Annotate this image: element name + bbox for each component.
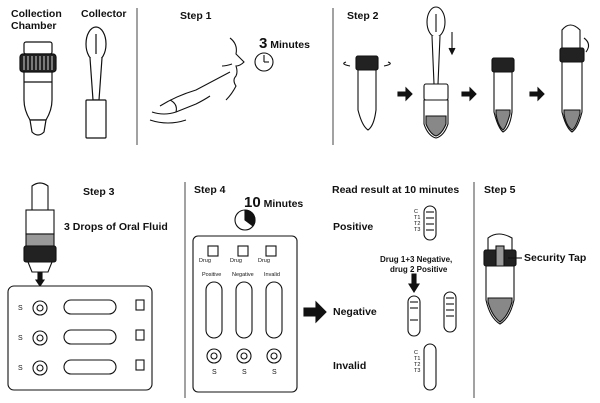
step4-time-number: 10 <box>244 194 261 211</box>
step5-title: Step 5 <box>484 184 516 196</box>
security-tap-label: Security Tap <box>524 252 587 264</box>
step3-well-label-1: S <box>18 305 23 312</box>
card-drug-label-3: Drug <box>258 258 270 264</box>
step4-test-card <box>192 209 327 393</box>
invalid-strip-mark-t3: T3 <box>414 368 421 374</box>
step1-time: 3 Minutes <box>259 35 310 52</box>
card-result-invalid: Invalid <box>264 272 280 278</box>
positive-strip-mark-c: C <box>414 209 418 215</box>
step4-well-label-2: S <box>242 369 247 376</box>
card-result-positive: Positive <box>202 272 222 278</box>
panel-dividers <box>136 8 475 398</box>
invalid-strip-mark-t2: T2 <box>414 362 421 368</box>
mixed-note-line1: Drug 1+3 Negative, <box>380 255 453 264</box>
positive-strip-mark-t1: T1 <box>414 215 421 221</box>
step3-well-label-2: S <box>18 335 23 342</box>
step4-time: 10 Minutes <box>244 194 304 211</box>
read-result-title: Read result at 10 minutes <box>332 184 460 196</box>
invalid-strip-mark-t1: T1 <box>414 356 421 362</box>
step2-title: Step 2 <box>347 10 379 22</box>
collector-label: Collector <box>81 8 127 20</box>
step1-time-number: 3 <box>259 35 268 52</box>
mixed-note-line2: drug 2 Positive <box>390 265 448 274</box>
step5-illustration <box>483 233 522 325</box>
negative-label: Negative <box>333 306 377 318</box>
card-drug-label-1: Drug <box>199 258 211 264</box>
positive-strip-mark-t2: T2 <box>414 221 421 227</box>
step2-illustration <box>343 6 590 139</box>
invalid-label: Invalid <box>333 360 367 372</box>
step3-instruction: 3 Drops of Oral Fluid <box>64 221 168 233</box>
step4-well-label-1: S <box>212 369 217 376</box>
positive-strip-mark-t3: T3 <box>414 227 421 233</box>
card-drug-label-2: Drug <box>230 258 242 264</box>
step3-well-label-3: S <box>18 365 23 372</box>
step4-well-label-3: S <box>272 369 277 376</box>
step1-illustration <box>149 37 274 124</box>
step3-title: Step 3 <box>83 186 115 198</box>
invalid-strip-mark-c: C <box>414 350 418 356</box>
collection-chamber-label: Collection Chamber <box>11 8 62 32</box>
step3-illustration <box>7 182 153 391</box>
positive-label: Positive <box>333 221 374 233</box>
step1-title: Step 1 <box>180 10 212 22</box>
step4-time-unit: Minutes <box>263 198 304 210</box>
result-strips <box>407 205 457 391</box>
step4-title: Step 4 <box>194 184 226 196</box>
collection-chamber-illustration <box>19 41 57 136</box>
step1-time-unit: Minutes <box>270 39 310 51</box>
collector-illustration <box>85 26 107 139</box>
card-result-negative: Negative <box>232 272 254 278</box>
